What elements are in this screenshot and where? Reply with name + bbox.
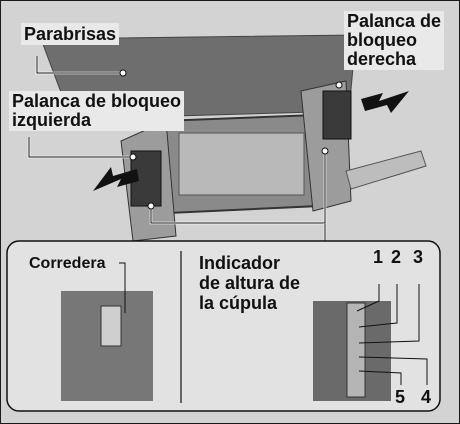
right-lever-label-line2: bloqueo [347,30,417,50]
corredera-label: Corredera [29,255,106,272]
position-1-number: 1 [373,247,384,267]
position-2-number: 2 [391,247,402,267]
left-lever-label-line2: izquierda [12,110,92,130]
right-handlebar [345,150,427,190]
position-4-number: 4 [421,387,432,407]
meter-screen [178,132,305,196]
position-5-number: 5 [395,387,406,407]
position-3-callout [358,284,420,344]
left-push-arrow [93,167,139,191]
left-lever-callout [27,137,133,159]
indicator-label-line2: de altura de [199,273,301,293]
left-lever-label-line1: Palanca de bloqueo [12,91,182,111]
indicator-label-line3: la cúpula [199,293,278,313]
right-push-arrow [361,91,409,113]
corredera-callout [119,262,126,313]
right-lever-label-line3: derecha [347,49,417,69]
position-1-callout [356,284,380,312]
position-4-callout [358,356,428,385]
right-lock-lever [322,90,352,140]
indicator-label-line1: Indicador [199,253,281,273]
slider-part [100,305,122,347]
indicator-scale [346,302,366,398]
right-lever-label-line1: Palanca de [347,11,442,31]
parabrisas-label: Parabrisas [21,23,120,45]
right-lever-label: Palanca de bloqueo derecha [344,11,445,70]
position-2-callout [358,284,398,328]
position-3-number: 3 [413,247,424,267]
indicator-label: Indicador de altura de la cúpula [199,253,300,313]
position-5-callout [358,370,402,385]
left-lever-label: Palanca de bloqueo izquierda [9,91,185,131]
